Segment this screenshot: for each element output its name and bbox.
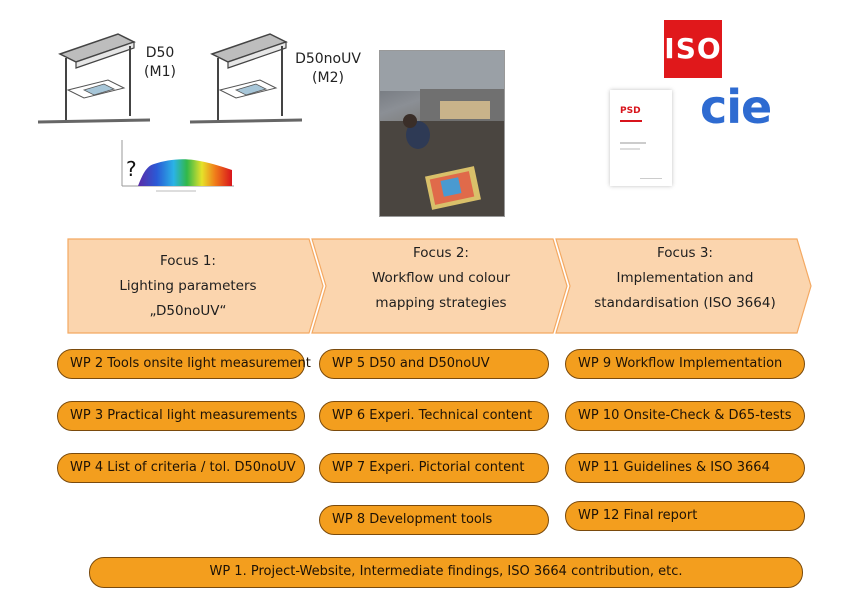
iso-logo: ISO [664, 20, 722, 78]
cie-logo-text: cie [700, 80, 772, 134]
focus-3-text: Focus 3: Implementation and standardisat… [565, 230, 805, 326]
focus-2-text: Focus 2: Workflow und colour mapping str… [321, 230, 561, 326]
wp-7-box: WP 7 Experi. Pictorial content [319, 453, 549, 483]
wp-11-box: WP 11 Guidelines & ISO 3664 [565, 453, 805, 483]
booth-photo [379, 50, 505, 217]
d50nouv-label: D50noUV (M2) [288, 50, 368, 88]
viewing-booth-m2-icon [189, 33, 303, 124]
wp-10-box: WP 10 Onsite-Check & D65-tests [565, 401, 805, 431]
question-mark: ? [126, 157, 137, 181]
focus-2-shape [311, 238, 568, 334]
psd-line-2 [620, 142, 646, 144]
focus-3-line-1: Focus 3: [657, 244, 713, 261]
focus-1-line-2: Lighting parameters [119, 277, 257, 294]
focus-2-line-3: mapping strategies [375, 294, 507, 311]
focus-3-line-3: standardisation (ISO 3664) [594, 294, 776, 311]
psd-title: PSD [620, 106, 641, 116]
focus-3-line-2: Implementation and [616, 269, 754, 286]
spectrum-plot-icon: ? [121, 140, 234, 192]
wp-1-box: WP 1. Project-Website, Intermediate find… [89, 557, 803, 588]
focus-1-chevron: Focus 1: Lighting parameters „D50noUV“ [67, 238, 325, 334]
viewing-booth-m1-icon [37, 33, 151, 124]
focus-1-line-3: „D50noUV“ [149, 302, 227, 319]
psd-line-4 [640, 178, 662, 179]
focus-2-line-1: Focus 2: [413, 244, 469, 261]
wp-12-box: WP 12 Final report [565, 501, 805, 531]
m2-text: (M2) [312, 70, 344, 86]
m1-text: (M1) [144, 64, 176, 80]
iso-logo-text: ISO [664, 32, 722, 65]
wp-9-box: WP 9 Workflow Implementation [565, 349, 805, 379]
wp-3-box: WP 3 Practical light measurements [57, 401, 305, 431]
psd-line-1 [620, 120, 642, 122]
focus-1-line-1: Focus 1: [160, 252, 216, 269]
d50-label: D50 (M1) [135, 44, 185, 82]
psd-document: PSD [610, 90, 672, 186]
focus-3-shape [555, 238, 812, 334]
cie-logo: cie [700, 80, 772, 134]
wp-5-box: WP 5 D50 and D50noUV [319, 349, 549, 379]
wp-6-box: WP 6 Experi. Technical content [319, 401, 549, 431]
focus-1-shape [67, 238, 324, 334]
focus-2-chevron: Focus 2: Workflow und colour mapping str… [311, 238, 569, 334]
wp-4-box: WP 4 List of criteria / tol. D50noUV [57, 453, 305, 483]
psd-line-3 [620, 148, 640, 150]
focus-2-line-2: Workflow und colour [371, 269, 511, 286]
photo-scene-icon [380, 51, 504, 216]
wp-8-box: WP 8 Development tools [319, 505, 549, 535]
focus-3-chevron: Focus 3: Implementation and standardisat… [555, 238, 813, 334]
focus-1-text: Focus 1: Lighting parameters „D50noUV“ [67, 238, 309, 334]
wp-2-box: WP 2 Tools onsite light measurement [57, 349, 311, 379]
d50nouv-text: D50noUV [295, 51, 361, 67]
d50-text: D50 [145, 45, 175, 61]
